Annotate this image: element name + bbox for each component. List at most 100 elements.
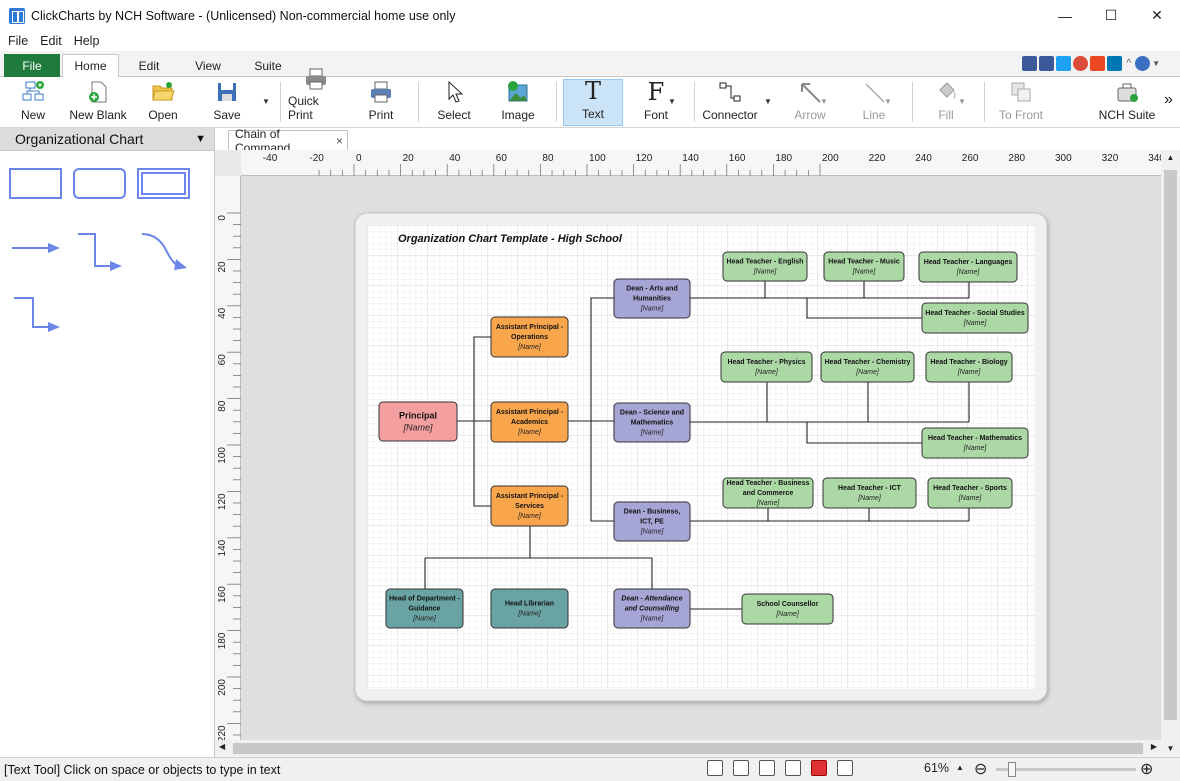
rounded-rectangle-shape[interactable] (73, 168, 126, 199)
connector-line[interactable] (473, 421, 491, 507)
new-blank-button[interactable]: New Blank (68, 79, 128, 126)
connector-line[interactable] (806, 422, 922, 444)
menu-help[interactable]: Help (73, 34, 100, 48)
connector-dropdown-icon[interactable]: ▼ (764, 97, 772, 106)
connector-button[interactable]: Connector (700, 79, 760, 126)
facebook-icon[interactable] (1039, 56, 1055, 71)
org-node-ap-serv[interactable]: Assistant Principal -Services[Name] (490, 485, 569, 527)
chart-title[interactable]: Organization Chart Template - High Schoo… (398, 233, 622, 245)
vertical-scroll-thumb[interactable] (1164, 170, 1177, 720)
new-button[interactable]: New (12, 79, 54, 126)
scroll-down-icon[interactable]: ▼ (1166, 744, 1175, 753)
zoom-search-icon[interactable] (733, 760, 749, 776)
image-tool-button[interactable]: Image (496, 79, 540, 126)
org-node-ht-sports[interactable]: Head Teacher - Sports[Name] (927, 477, 1013, 509)
zoom-dropdown-icon[interactable]: ▲ (956, 763, 964, 772)
org-node-ht-chemistry[interactable]: Head Teacher - Chemistry[Name] (820, 351, 915, 383)
org-node-ap-acad[interactable]: Assistant Principal -Academics[Name] (490, 401, 569, 443)
vertical-scrollbar[interactable]: ▲ ▼ (1161, 150, 1180, 757)
zoom-slider[interactable] (996, 762, 1136, 777)
text-tool-button[interactable]: T Text (563, 77, 623, 126)
curved-arrow-shape[interactable] (141, 233, 187, 270)
elbow-arrow-shape[interactable] (78, 233, 122, 271)
org-node-ht-biology[interactable]: Head Teacher - Biology[Name] (925, 351, 1013, 383)
tab-suite[interactable]: Suite (254, 58, 282, 73)
step-arrow-shape[interactable] (14, 297, 60, 332)
rectangle-shape[interactable] (9, 168, 62, 199)
twitter-icon[interactable] (1056, 56, 1072, 71)
quick-print-button[interactable]: Quick Print (288, 68, 344, 126)
panel-header[interactable]: Organizational Chart ▼ (0, 128, 214, 151)
scroll-left-icon[interactable]: ◀ (219, 742, 226, 751)
to-front-button[interactable]: To Front (992, 79, 1050, 126)
org-node-ht-ict[interactable]: Head Teacher - ICT[Name] (822, 477, 917, 509)
close-tab-icon[interactable]: × (335, 133, 343, 148)
close-window-button[interactable]: ✕ (1151, 7, 1163, 23)
zoom-slider-thumb[interactable] (1008, 762, 1016, 777)
maximize-button[interactable]: ☐ (1104, 7, 1118, 23)
stumbleupon-icon[interactable] (1090, 56, 1106, 71)
straight-arrow-shape[interactable] (12, 243, 60, 253)
font-dropdown-icon[interactable]: ▼ (668, 97, 676, 106)
connector-line[interactable] (590, 421, 614, 522)
org-node-ht-english[interactable]: Head Teacher - English[Name] (722, 251, 808, 282)
org-node-principal[interactable]: Principal[Name] (378, 401, 458, 442)
preview-eye-icon[interactable] (785, 760, 801, 776)
menu-edit[interactable]: Edit (40, 34, 62, 48)
line-dropdown-icon[interactable]: ▼ (884, 97, 892, 106)
google-plus-icon[interactable] (1073, 56, 1089, 71)
fit-page-icon[interactable] (707, 760, 723, 776)
zoom-out-icon[interactable]: ⊖ (974, 761, 988, 778)
fill-dropdown-icon[interactable]: ▼ (958, 97, 966, 106)
toolbar-overflow-button[interactable]: » (1164, 91, 1173, 108)
tab-view[interactable]: View (195, 58, 221, 73)
zoom-level[interactable]: 61% (924, 761, 950, 775)
open-button[interactable]: Open (142, 79, 184, 126)
org-node-ht-physics[interactable]: Head Teacher - Physics[Name] (720, 351, 813, 383)
minimize-button[interactable]: — (1058, 7, 1072, 24)
org-node-counsellor[interactable]: School Counsellor[Name] (741, 593, 834, 625)
horizontal-scroll-thumb[interactable] (233, 743, 1143, 754)
help-icon[interactable] (1135, 56, 1151, 71)
scroll-up-icon[interactable]: ▲ (1166, 153, 1175, 162)
drawing-canvas[interactable]: Principal[Name] Assistant Principal -Oper… (241, 176, 1161, 740)
chevron-down-icon[interactable]: ▼ (195, 133, 206, 145)
zoom-in-icon[interactable]: ⊕ (1140, 761, 1154, 778)
tab-file[interactable]: File (4, 54, 60, 77)
arrow-dropdown-icon[interactable]: ▼ (820, 97, 828, 106)
tab-edit[interactable]: Edit (138, 58, 160, 73)
org-node-hod-guidance[interactable]: Head of Department -Guidance[Name] (385, 588, 464, 629)
scroll-right-icon[interactable]: ▶ (1150, 742, 1157, 751)
org-node-ht-music[interactable]: Head Teacher - Music[Name] (823, 251, 905, 282)
org-node-ap-ops[interactable]: Assistant Principal -Operations[Name] (490, 316, 569, 358)
document-tab[interactable]: Chain of Command × (228, 127, 348, 155)
line-button[interactable]: Line (852, 79, 896, 126)
save-dropdown-icon[interactable]: ▼ (262, 97, 270, 106)
nch-suite-button[interactable]: NCH Suite (1098, 79, 1156, 126)
tab-home[interactable]: Home (62, 54, 119, 78)
grid-layout-icon[interactable] (837, 760, 853, 776)
save-button[interactable]: Save (206, 79, 248, 126)
select-tool-button[interactable]: Select (432, 79, 476, 126)
horizontal-scrollbar[interactable]: ◀ ▶ (215, 740, 1161, 757)
fill-button[interactable]: Fill (924, 79, 968, 126)
print-button[interactable]: Print (360, 79, 402, 126)
org-node-ht-languages[interactable]: Head Teacher - Languages[Name] (918, 251, 1018, 283)
font-button[interactable]: F Font (630, 78, 682, 126)
help-dropdown-icon[interactable]: ▼ (1152, 59, 1160, 68)
org-node-librarian[interactable]: Head Librarian[Name] (490, 588, 569, 629)
connector-line[interactable] (806, 298, 922, 319)
org-node-dean-bus[interactable]: Dean - Business,ICT, PE[Name] (613, 501, 691, 542)
snap-magnet-icon[interactable] (811, 760, 827, 776)
org-node-ht-math[interactable]: Head Teacher - Mathematics[Name] (921, 427, 1029, 459)
linkedin-icon[interactable] (1107, 56, 1123, 71)
text-edit-icon[interactable] (759, 760, 775, 776)
collapse-ribbon-icon[interactable]: ^ (1126, 58, 1132, 69)
connector-line[interactable] (590, 297, 614, 421)
like-icon[interactable] (1022, 56, 1038, 71)
connector-line[interactable] (473, 336, 491, 421)
